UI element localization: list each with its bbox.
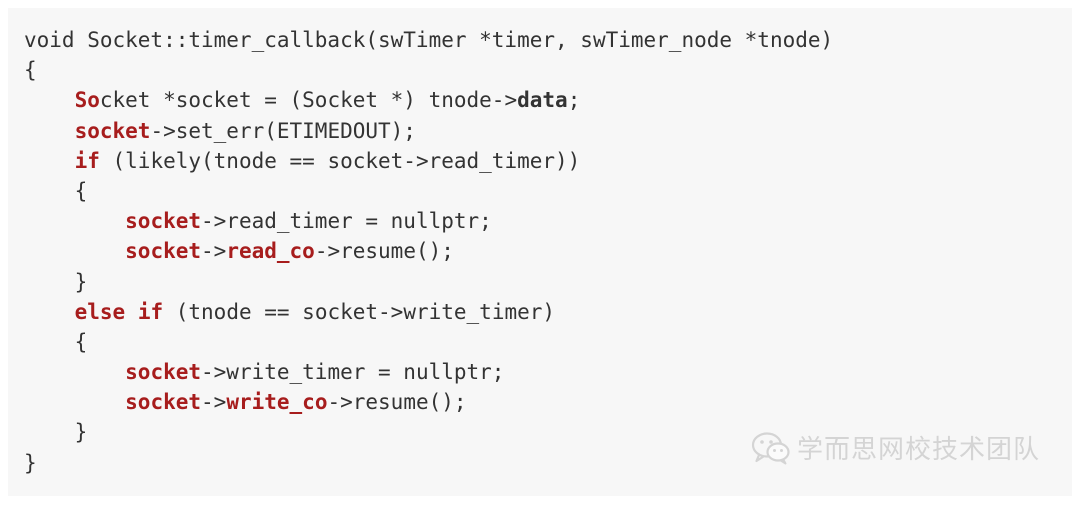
code-text: {	[24, 58, 37, 83]
code-keyword: socket	[125, 390, 202, 415]
code-text	[24, 119, 75, 143]
code-line: }	[24, 448, 833, 478]
code-text: ->write_timer = nullptr;	[201, 360, 505, 385]
code-text	[125, 300, 138, 324]
code-text: ->resume();	[314, 239, 454, 264]
code-line: }	[24, 417, 833, 447]
code-keyword: if	[74, 148, 100, 173]
code-text: ->read_timer = nullptr;	[201, 209, 492, 234]
code-text: void Socket::timer_callback(swTimer *tim…	[24, 28, 834, 52]
code-line: }	[24, 267, 833, 297]
code-listing: void Socket::timer_callback(swTimer *tim…	[24, 25, 833, 478]
watermark: 学而思网校技术团队	[751, 429, 1040, 466]
code-text	[24, 88, 75, 112]
code-text: ->set_err(ETIMEDOUT);	[150, 118, 416, 143]
code-text	[24, 149, 75, 173]
code-line: socket->write_co->resume();	[24, 387, 833, 417]
code-keyword: socket	[125, 360, 202, 385]
code-line: socket->read_timer = nullptr;	[24, 206, 833, 236]
code-line: else if (tnode == socket->write_timer)	[24, 297, 833, 327]
code-keyword: socket	[74, 118, 151, 143]
code-keyword: else	[74, 299, 126, 324]
code-line: {	[24, 327, 833, 357]
code-line: {	[24, 55, 833, 85]
code-text: (likely(tnode == socket->read_timer))	[99, 148, 581, 173]
code-line: void Socket::timer_callback(swTimer *tim…	[24, 25, 833, 55]
code-text	[24, 360, 125, 384]
code-line: socket->set_err(ETIMEDOUT);	[24, 116, 833, 146]
code-line: if (likely(tnode == socket->read_timer))	[24, 146, 833, 176]
code-keyword: socket	[125, 209, 202, 234]
code-keyword: socket	[125, 239, 202, 264]
code-keyword: read_co	[226, 239, 315, 264]
code-text	[24, 300, 75, 324]
code-text	[24, 209, 125, 233]
code-text: ;	[567, 88, 581, 113]
code-text: {	[24, 329, 88, 354]
code-line: socket->write_timer = nullptr;	[24, 357, 833, 387]
code-text: ->	[201, 239, 227, 264]
code-keyword: if	[137, 299, 164, 324]
code-block: void Socket::timer_callback(swTimer *tim…	[8, 8, 1072, 496]
code-line: socket->read_co->resume();	[24, 236, 833, 266]
code-text: }	[24, 420, 88, 445]
code-text	[24, 390, 125, 414]
code-keyword: write_co	[226, 390, 328, 415]
code-line: Socket *socket = (Socket *) tnode->data;	[24, 85, 833, 115]
code-text: {	[24, 178, 88, 203]
code-line: {	[24, 176, 833, 206]
code-text: }	[24, 269, 88, 294]
code-text: ->resume();	[327, 390, 467, 415]
code-text	[24, 239, 125, 263]
watermark-text: 学而思网校技术团队	[796, 435, 1040, 465]
code-member: data	[517, 88, 568, 113]
code-text: }	[24, 450, 37, 475]
code-keyword: So	[74, 88, 100, 113]
code-text: ->	[201, 390, 227, 415]
code-text: (tnode == socket->write_timer)	[163, 299, 556, 324]
wechat-icon	[751, 431, 791, 465]
code-text: cket *socket = (Socket *) tnode->	[99, 88, 518, 113]
